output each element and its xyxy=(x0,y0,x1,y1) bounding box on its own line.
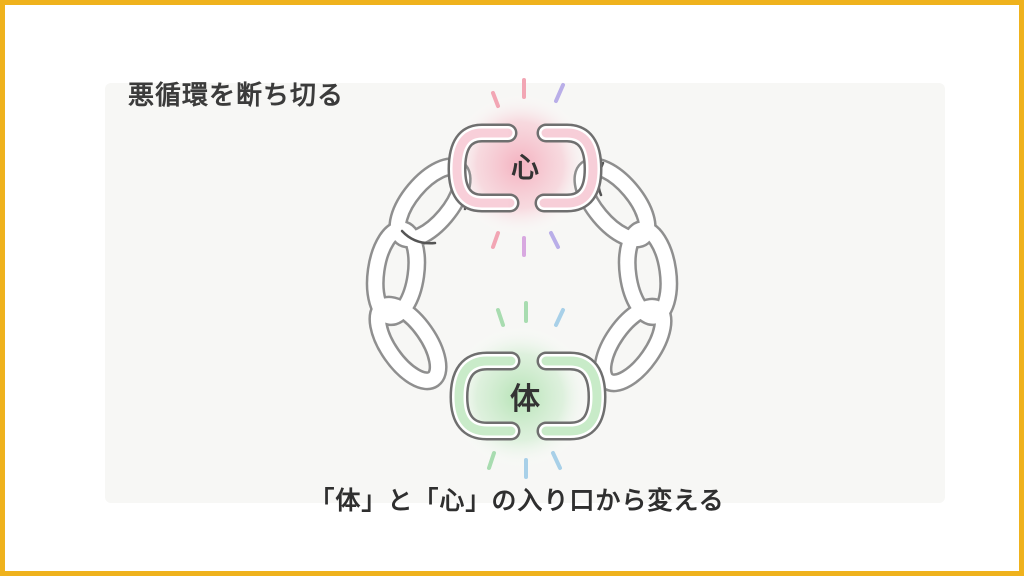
body-sparkle-rays xyxy=(487,301,565,479)
broken-link-body xyxy=(449,351,607,441)
heart-sparkle-rays xyxy=(491,78,565,257)
slide-title: 悪循環を断ち切る xyxy=(128,81,345,111)
heart-label: 心 xyxy=(511,151,539,184)
broken-link-heart xyxy=(447,123,603,213)
slide-caption: 「体」と「心」の入り口から変える xyxy=(309,486,725,515)
body-label: 体 xyxy=(510,382,541,417)
broken-chain-diagram: 心 体 xyxy=(365,78,679,479)
